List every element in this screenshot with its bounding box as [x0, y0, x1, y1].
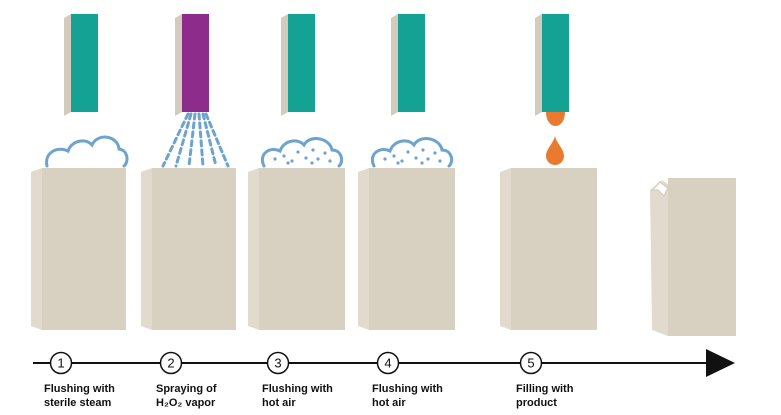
vapor-spray-2 — [161, 112, 230, 168]
step-label-2: Spraying of H₂O₂ vapor — [156, 382, 217, 410]
steam-cloud-1 — [45, 135, 129, 168]
nozzle-2 — [175, 14, 209, 116]
step-marker-5: 5 — [519, 351, 543, 375]
sealed-carton — [650, 178, 736, 336]
step-label-line1: Spraying of — [156, 383, 217, 395]
carton-1 — [31, 168, 126, 330]
carton-5 — [500, 168, 597, 330]
carton-2 — [141, 168, 236, 330]
step-label-line2: sterile steam — [44, 397, 112, 409]
carton-4 — [358, 168, 455, 330]
nozzle-5 — [535, 14, 569, 116]
step-label-1: Flushing with sterile steam — [44, 382, 115, 410]
hot-air-cloud-4 — [371, 137, 454, 168]
step-label-3: Flushing with hot air — [262, 382, 333, 410]
timeline — [33, 349, 735, 377]
step-label-line2: product — [516, 397, 557, 409]
step-label-line1: Filling with — [516, 383, 574, 395]
nozzle-4 — [391, 14, 425, 116]
step-number: 5 — [527, 356, 534, 371]
timeline-arrowhead — [706, 349, 735, 377]
product-drops-5 — [546, 112, 565, 165]
step-label-line1: Flushing with — [44, 383, 115, 395]
step-marker-2: 2 — [159, 351, 183, 375]
step-label-line2: hot air — [262, 397, 296, 409]
step-label-4: Flushing with hot air — [372, 382, 443, 410]
step-marker-4: 4 — [376, 351, 400, 375]
step-label-line1: Flushing with — [372, 383, 443, 395]
step-number: 4 — [384, 356, 391, 371]
carton-3 — [248, 168, 345, 330]
step-label-line2: H₂O₂ vapor — [156, 397, 216, 409]
step-label-5: Filling with product — [516, 382, 573, 410]
step-number: 3 — [274, 356, 281, 371]
step-number: 2 — [167, 356, 174, 371]
step-number: 1 — [57, 356, 64, 371]
nozzle-1 — [64, 14, 98, 116]
hot-air-cloud-3 — [261, 137, 344, 168]
nozzle-3 — [281, 14, 315, 116]
step-label-line1: Flushing with — [262, 383, 333, 395]
step-label-line2: hot air — [372, 397, 406, 409]
step-marker-1: 1 — [49, 351, 73, 375]
step-marker-3: 3 — [266, 351, 290, 375]
